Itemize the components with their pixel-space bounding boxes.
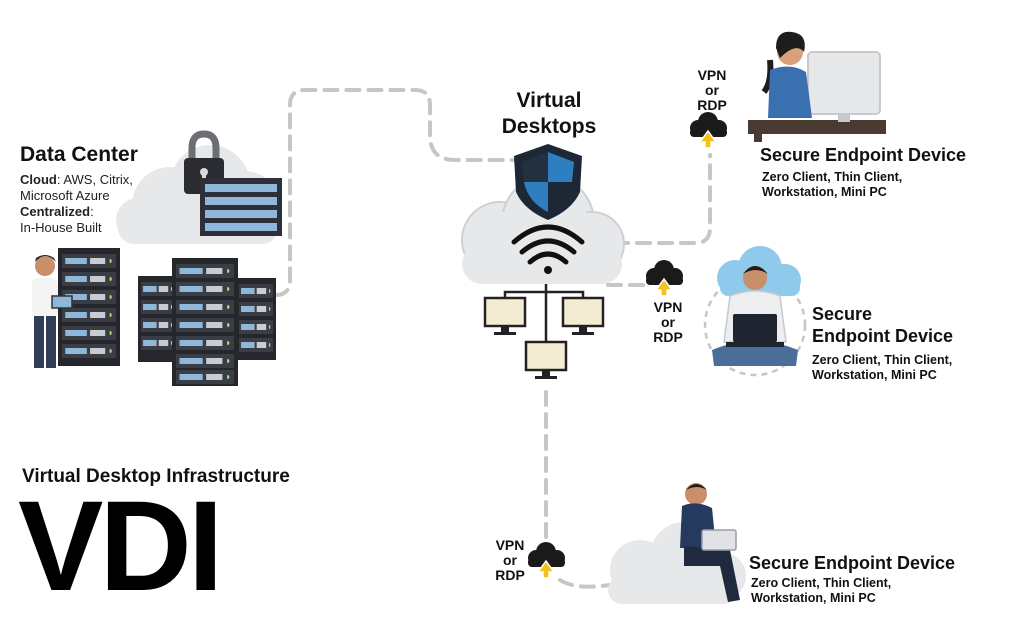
vdi-subtitle: Virtual Desktop Infrastructure <box>22 466 290 487</box>
centralized-value-2: In-House Built <box>20 220 102 235</box>
connection-line1: VPN <box>495 537 525 553</box>
server-rack-icon <box>58 248 276 386</box>
data-center-title: Data Center <box>20 143 138 166</box>
wifi-icon <box>511 224 585 274</box>
endpoint-3-title: Secure Endpoint Device <box>749 553 956 573</box>
connection-line3: RDP <box>697 97 727 113</box>
endpoint-2-sub-line1: Zero Client, Thin Client, <box>812 353 953 367</box>
endpoint-1-title: Secure Endpoint Device <box>760 145 967 165</box>
connection-line3: RDP <box>495 567 525 583</box>
cloud-server-box <box>200 178 282 236</box>
virtual-desktops-line2: Desktops <box>501 115 597 138</box>
connection-line3: RDP <box>653 329 683 345</box>
virtual-desktops-title: Virtual Desktops <box>470 88 628 140</box>
endpoint-3-sub-line2: Workstation, Mini PC <box>751 591 876 605</box>
upload-cloud-icon <box>645 259 684 297</box>
endpoint-2-subtitle: Zero Client, Thin Client, Workstation, M… <box>812 353 952 383</box>
upload-cloud-icon <box>527 541 566 579</box>
endpoint-2-title: Secure Endpoint Device <box>812 303 953 347</box>
centralized-value: : <box>90 204 94 219</box>
connection-line2: or <box>661 314 675 330</box>
cloud-value: : AWS, Citrix, <box>56 172 133 187</box>
endpoint-2-title-line2: Endpoint Device <box>812 326 954 346</box>
connector-lines <box>274 88 712 589</box>
endpoint-2-title-line1: Secure <box>812 304 873 324</box>
network-branches <box>503 284 585 342</box>
shield-icon <box>514 144 582 220</box>
endpoint-1-sub-line1: Zero Client, Thin Client, <box>762 170 903 184</box>
vdi-acronym: VDI <box>18 475 223 618</box>
endpoint-laptop-figure <box>703 246 807 377</box>
monitor-icon <box>483 296 605 379</box>
upload-cloud-icon <box>689 111 728 149</box>
endpoint-desk-figure <box>748 31 886 142</box>
endpoint-3-subtitle: Zero Client, Thin Client, Workstation, M… <box>751 576 891 606</box>
connection-label-1: VPN or RDP <box>692 68 732 113</box>
endpoint-cloud-figure <box>608 483 746 604</box>
data-center-description: Cloud: AWS, Citrix, Microsoft Azure Cent… <box>20 172 133 236</box>
cloud-value-2: Microsoft Azure <box>20 188 110 203</box>
endpoint-2-sub-line2: Workstation, Mini PC <box>812 368 937 382</box>
connection-label-3: VPN or RDP <box>490 538 530 583</box>
connection-line1: VPN <box>653 299 683 315</box>
connection-line2: or <box>705 82 719 98</box>
technician-figure <box>32 255 73 368</box>
connection-line1: VPN <box>697 67 727 83</box>
endpoint-1-subtitle: Zero Client, Thin Client, Workstation, M… <box>762 170 902 200</box>
connection-label-2: VPN or RDP <box>648 300 688 345</box>
cloud-label: Cloud <box>20 172 57 187</box>
centralized-label: Centralized <box>20 204 91 219</box>
connection-line2: or <box>503 552 517 568</box>
endpoint-1-sub-line2: Workstation, Mini PC <box>762 185 887 199</box>
endpoint-3-sub-line1: Zero Client, Thin Client, <box>751 576 892 590</box>
virtual-desktops-line1: Virtual <box>516 89 582 112</box>
